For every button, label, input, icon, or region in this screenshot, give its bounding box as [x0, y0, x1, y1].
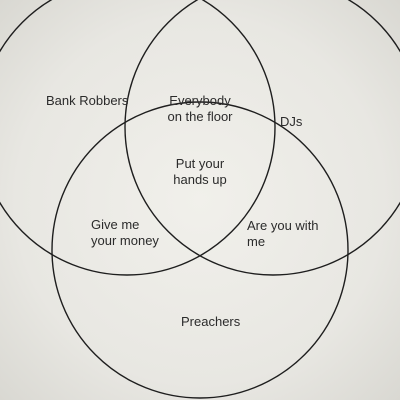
label-bank-robbers-preachers: Give me your money: [91, 217, 159, 248]
label-all-three: Put your hands up: [173, 156, 227, 187]
label-preachers: Preachers: [181, 314, 241, 329]
label-bank-robbers-djs: Everybody on the floor: [167, 93, 233, 124]
label-djs-preachers: Are you with me: [247, 218, 319, 249]
circle-djs: [124, 0, 400, 276]
label-bank-robbers: Bank Robbers: [46, 93, 129, 108]
circle-bank-robbers: [0, 0, 276, 276]
label-djs: DJs: [280, 114, 303, 129]
circle-preachers: [51, 101, 349, 399]
